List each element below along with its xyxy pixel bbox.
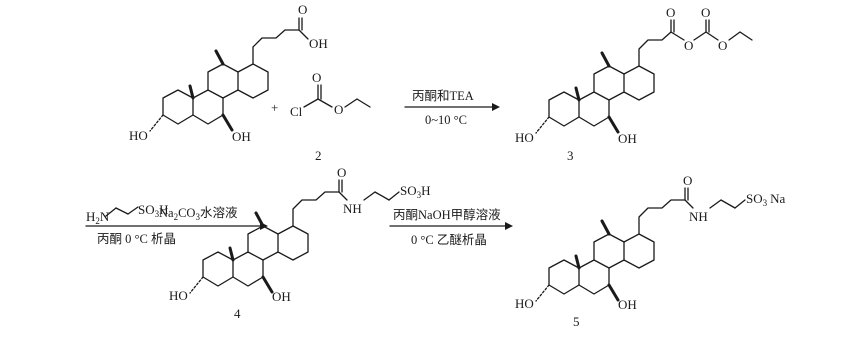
compound-2-ho: HO bbox=[129, 128, 148, 143]
compound-5-taurine-chain bbox=[709, 199, 746, 209]
chloroformate-cl: Cl bbox=[290, 104, 303, 119]
compound-4-structure bbox=[189, 179, 348, 294]
chloroformate-ester-o: O bbox=[334, 102, 343, 117]
compound-3-o2: O bbox=[684, 38, 693, 53]
compound-3-anhydride bbox=[670, 19, 753, 41]
taurine-reagent bbox=[105, 206, 139, 217]
compound-3-oh-7: OH bbox=[618, 131, 637, 146]
compound-4-carbonyl-o: O bbox=[337, 165, 346, 180]
reaction-3-arrowhead bbox=[505, 222, 513, 230]
compound-4-ho: HO bbox=[169, 288, 188, 303]
reaction-3-below: 0 °C 乙醚析晶 bbox=[411, 233, 487, 247]
compound-2-number: 2 bbox=[315, 148, 322, 163]
compound-4-taurine-chain bbox=[363, 191, 400, 201]
compound-3-ho: HO bbox=[515, 130, 534, 145]
compound-5-ho: HO bbox=[515, 296, 534, 311]
compound-3-number: 3 bbox=[567, 148, 574, 163]
compound-2-structure bbox=[149, 17, 309, 132]
reaction-1-arrowhead bbox=[492, 103, 500, 111]
compound-2-carbonyl-o: O bbox=[298, 2, 307, 17]
compound-5-structure bbox=[535, 187, 694, 302]
compound-4-number: 4 bbox=[234, 306, 241, 321]
taurine-so3h: SO3H bbox=[138, 202, 169, 219]
compound-5-nh: NH bbox=[689, 209, 708, 224]
reaction-1-above: 丙酮和TEA bbox=[412, 89, 474, 103]
compound-2-oh-7: OH bbox=[232, 129, 251, 144]
compound-5-oh-7: OH bbox=[618, 297, 637, 312]
reaction-2-base: Na2CO3水溶液 bbox=[159, 205, 238, 222]
reaction-1-below: 0~10 °C bbox=[425, 113, 467, 127]
compound-5-carbonyl-o: O bbox=[683, 173, 692, 188]
compound-3-structure bbox=[535, 31, 672, 134]
compound-5-number: 5 bbox=[573, 314, 580, 329]
compound-3-o4: O bbox=[718, 38, 727, 53]
compound-4-nh: NH bbox=[343, 201, 362, 216]
chloroformate-carbonyl-o: O bbox=[312, 70, 321, 85]
compound-4-so3h: SO3H bbox=[400, 183, 431, 200]
compound-3-o3: O bbox=[701, 5, 710, 20]
taurine-h: H2N bbox=[86, 209, 110, 226]
plus-sign: + bbox=[271, 100, 278, 115]
reaction-2-below: 丙酮 0 °C 析晶 bbox=[97, 232, 176, 246]
compound-3-o1: O bbox=[666, 5, 675, 20]
reaction-3-above: 丙酮NaOH甲醇溶液 bbox=[393, 207, 501, 222]
compound-4-oh-7: OH bbox=[272, 289, 291, 304]
compound-2-oh: OH bbox=[309, 36, 328, 51]
ethyl-chloroformate-structure bbox=[303, 84, 371, 108]
